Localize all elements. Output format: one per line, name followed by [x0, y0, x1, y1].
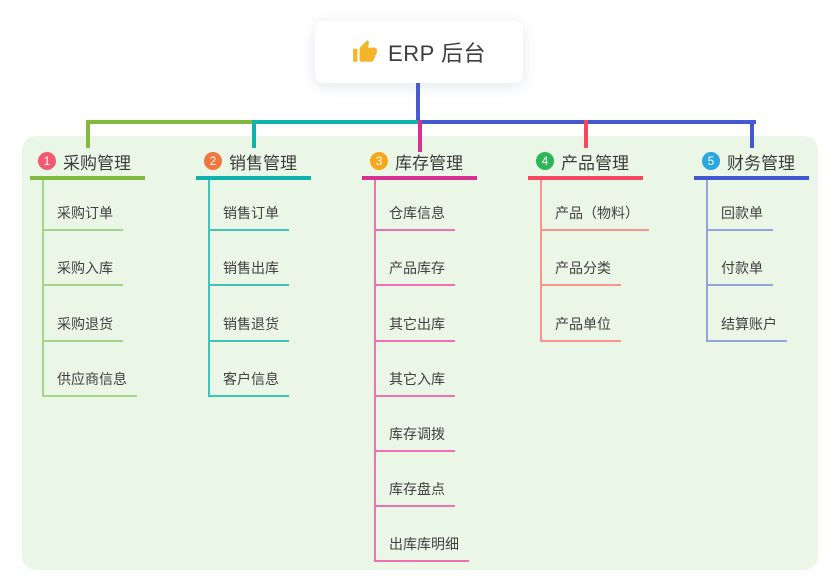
bus-segment-line — [252, 120, 418, 124]
child-node[interactable]: 产品（物料） — [540, 203, 649, 231]
thumbs-up-icon — [353, 40, 377, 62]
bus-segment-line — [86, 120, 256, 124]
connector-drop-line — [252, 120, 256, 148]
branch: 4 产品管理 产品（物料） 产品分类产品单位 — [528, 146, 649, 342]
child-node[interactable]: 销售订单 — [208, 203, 289, 231]
branch-trunk-line — [706, 180, 708, 342]
branch: 2 销售管理 销售订单销售出库销售退货客户信息 — [196, 146, 311, 397]
connector-drop-line — [750, 120, 754, 148]
child-node[interactable]: 其它入库 — [374, 369, 455, 397]
branch-number-badge: 2 — [204, 152, 222, 170]
root-title: ERP 后台 — [388, 41, 486, 66]
branch-trunk-line — [540, 180, 542, 342]
connector-drop-line — [418, 120, 422, 152]
branch-number-badge: 5 — [702, 152, 720, 170]
connector-drop-line — [584, 120, 588, 148]
group-background — [22, 136, 818, 570]
branch-number-badge: 3 — [370, 152, 388, 170]
branch-label: 库存管理 — [395, 153, 463, 173]
child-node[interactable]: 结算账户 — [706, 314, 787, 342]
child-node[interactable]: 采购订单 — [42, 203, 123, 231]
child-node[interactable]: 采购退货 — [42, 314, 123, 342]
branch-trunk-line — [42, 180, 44, 397]
root-node[interactable]: ERP 后台 — [315, 21, 523, 83]
branch-number-badge: 1 — [38, 152, 56, 170]
child-node[interactable]: 产品分类 — [540, 258, 621, 286]
branch: 3 库存管理 仓库信息产品库存其它出库其它入库库存调拨库存盘点出库库明细 — [362, 146, 477, 562]
child-node[interactable]: 出库库明细 — [374, 534, 469, 562]
child-node[interactable]: 库存调拨 — [374, 424, 455, 452]
connector-drop-line — [86, 120, 90, 148]
child-node[interactable]: 其它出库 — [374, 314, 455, 342]
child-node[interactable]: 产品库存 — [374, 258, 455, 286]
branch: 1 采购管理 采购订单采购入库采购退货供应商信息 — [30, 146, 145, 397]
branch-node[interactable]: 1 采购管理 — [30, 146, 145, 180]
root-connector-line — [416, 83, 420, 120]
branch-node[interactable]: 3 库存管理 — [362, 146, 477, 180]
branch-trunk-line — [374, 180, 376, 562]
child-node[interactable]: 回款单 — [706, 203, 773, 231]
bus-segment-line — [422, 120, 756, 124]
branch-label: 财务管理 — [727, 153, 795, 173]
branch-label: 销售管理 — [229, 153, 297, 173]
child-node[interactable]: 销售出库 — [208, 258, 289, 286]
child-node[interactable]: 客户信息 — [208, 369, 289, 397]
child-node[interactable]: 仓库信息 — [374, 203, 455, 231]
child-node[interactable]: 采购入库 — [42, 258, 123, 286]
branch-trunk-line — [208, 180, 210, 397]
child-node[interactable]: 供应商信息 — [42, 369, 137, 397]
child-node[interactable]: 付款单 — [706, 258, 773, 286]
child-node[interactable]: 库存盘点 — [374, 479, 455, 507]
branch-number-badge: 4 — [536, 152, 554, 170]
child-node[interactable]: 销售退货 — [208, 314, 289, 342]
child-node[interactable]: 产品单位 — [540, 314, 621, 342]
branch-node[interactable]: 2 销售管理 — [196, 146, 311, 180]
branch-node[interactable]: 5 财务管理 — [694, 146, 809, 180]
branch-node[interactable]: 4 产品管理 — [528, 146, 643, 180]
branch-label: 采购管理 — [63, 153, 131, 173]
branch-label: 产品管理 — [561, 153, 629, 173]
branch: 5 财务管理 回款单付款单结算账户 — [694, 146, 809, 342]
